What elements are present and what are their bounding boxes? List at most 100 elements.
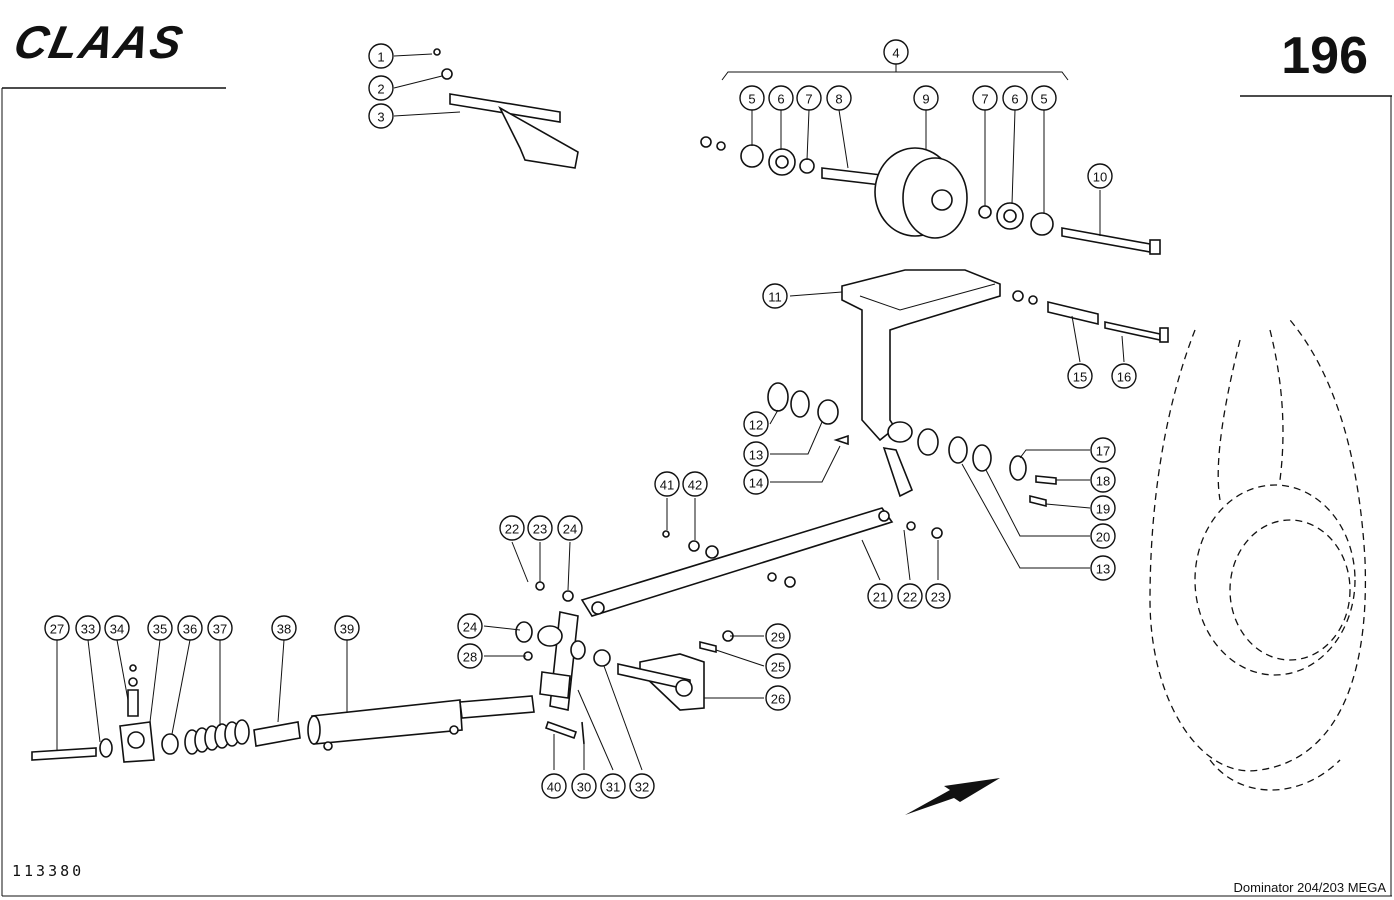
- callout-31: 31: [600, 773, 626, 799]
- callout-19: 19: [1090, 495, 1116, 521]
- callout-circle: [1067, 363, 1093, 389]
- callout-number: 7: [981, 92, 988, 107]
- callout-number: 24: [463, 620, 477, 635]
- callout-6: 6: [768, 85, 794, 111]
- callout-number: 28: [463, 650, 477, 665]
- callout-number: 16: [1117, 370, 1131, 385]
- callout-3: 3: [368, 103, 394, 129]
- callout-circle: [913, 85, 939, 111]
- callout-number: 8: [835, 92, 842, 107]
- callout-number: 20: [1096, 530, 1110, 545]
- machine-outline-dashed: [1149, 319, 1367, 791]
- callout-number: 13: [749, 448, 763, 463]
- tensioner-arm: [841, 269, 1169, 498]
- callout-number: 40: [547, 780, 561, 795]
- callout-circle: [739, 85, 765, 111]
- callout-5: 5: [1031, 85, 1057, 111]
- callout-number: 19: [1096, 502, 1110, 517]
- callout-28: 28: [457, 643, 483, 669]
- callout-22: 22: [499, 515, 525, 541]
- callout-number: 6: [777, 92, 784, 107]
- callout-circle: [271, 615, 297, 641]
- callout-circle: [1090, 523, 1116, 549]
- callout-18: 18: [1090, 467, 1116, 493]
- callout-circle: [571, 773, 597, 799]
- callout-number: 5: [1040, 92, 1047, 107]
- callout-circle: [207, 615, 233, 641]
- direction-arrow: [905, 778, 1000, 815]
- callout-34: 34: [104, 615, 130, 641]
- callout-9: 9: [913, 85, 939, 111]
- callout-13: 13: [1090, 555, 1116, 581]
- callout-22: 22: [897, 583, 923, 609]
- callout-number: 29: [771, 630, 785, 645]
- callout-number: 36: [183, 622, 197, 637]
- callout-number: 25: [771, 660, 785, 675]
- callout-24: 24: [457, 613, 483, 639]
- callout-21: 21: [867, 583, 893, 609]
- callout-circle: [1031, 85, 1057, 111]
- callout-number: 30: [577, 780, 591, 795]
- callout-6: 6: [1002, 85, 1028, 111]
- callout-circle: [765, 685, 791, 711]
- callout-26: 26: [765, 685, 791, 711]
- callout-number: 31: [606, 780, 620, 795]
- callout-number: 15: [1073, 370, 1087, 385]
- callout-circle: [368, 43, 394, 69]
- page-number: 196: [1281, 27, 1368, 85]
- callout-circle: [147, 615, 173, 641]
- callout-number: 17: [1096, 444, 1110, 459]
- callout-4: 4: [883, 39, 909, 65]
- callout-number: 11: [768, 290, 782, 305]
- callout-39: 39: [334, 615, 360, 641]
- callout-circle: [762, 283, 788, 309]
- callout-8: 8: [826, 85, 852, 111]
- callout-number: 33: [81, 622, 95, 637]
- callout-circle: [743, 411, 769, 437]
- callout-number: 41: [660, 478, 674, 493]
- callout-30: 30: [571, 773, 597, 799]
- callout-number: 42: [688, 478, 702, 493]
- callout-circle: [883, 39, 909, 65]
- callout-circle: [499, 515, 525, 541]
- callout-38: 38: [271, 615, 297, 641]
- callout-11: 11: [762, 283, 788, 309]
- callout-35: 35: [147, 615, 173, 641]
- callout-circle: [743, 469, 769, 495]
- callout-number: 38: [277, 622, 291, 637]
- callout-number: 37: [213, 622, 227, 637]
- callout-circle: [654, 471, 680, 497]
- callout-circle: [457, 613, 483, 639]
- callout-circle: [527, 515, 553, 541]
- callout-10: 10: [1087, 163, 1113, 189]
- callout-circle: [557, 515, 583, 541]
- callout-number: 7: [805, 92, 812, 107]
- callout-circle: [1087, 163, 1113, 189]
- callout-41: 41: [654, 471, 680, 497]
- callout-number: 32: [635, 780, 649, 795]
- callout-number: 2: [377, 82, 384, 97]
- callout-32: 32: [629, 773, 655, 799]
- callout-circle: [972, 85, 998, 111]
- callout-number: 10: [1093, 170, 1107, 185]
- callout-circle: [1090, 495, 1116, 521]
- callout-number: 18: [1096, 474, 1110, 489]
- callout-23: 23: [925, 583, 951, 609]
- callout-circle: [75, 615, 101, 641]
- bushings-and-washers: [767, 382, 1057, 508]
- callout-circle: [743, 441, 769, 467]
- callout-circle: [796, 85, 822, 111]
- callout-16: 16: [1111, 363, 1137, 389]
- callout-circle: [1090, 555, 1116, 581]
- callout-20: 20: [1090, 523, 1116, 549]
- callout-number: 14: [749, 476, 763, 491]
- callout-number: 26: [771, 692, 785, 707]
- callout-33: 33: [75, 615, 101, 641]
- drawing-number: 113380: [12, 862, 85, 880]
- callout-circle: [1090, 467, 1116, 493]
- callout-number: 23: [931, 590, 945, 605]
- callout-13: 13: [743, 441, 769, 467]
